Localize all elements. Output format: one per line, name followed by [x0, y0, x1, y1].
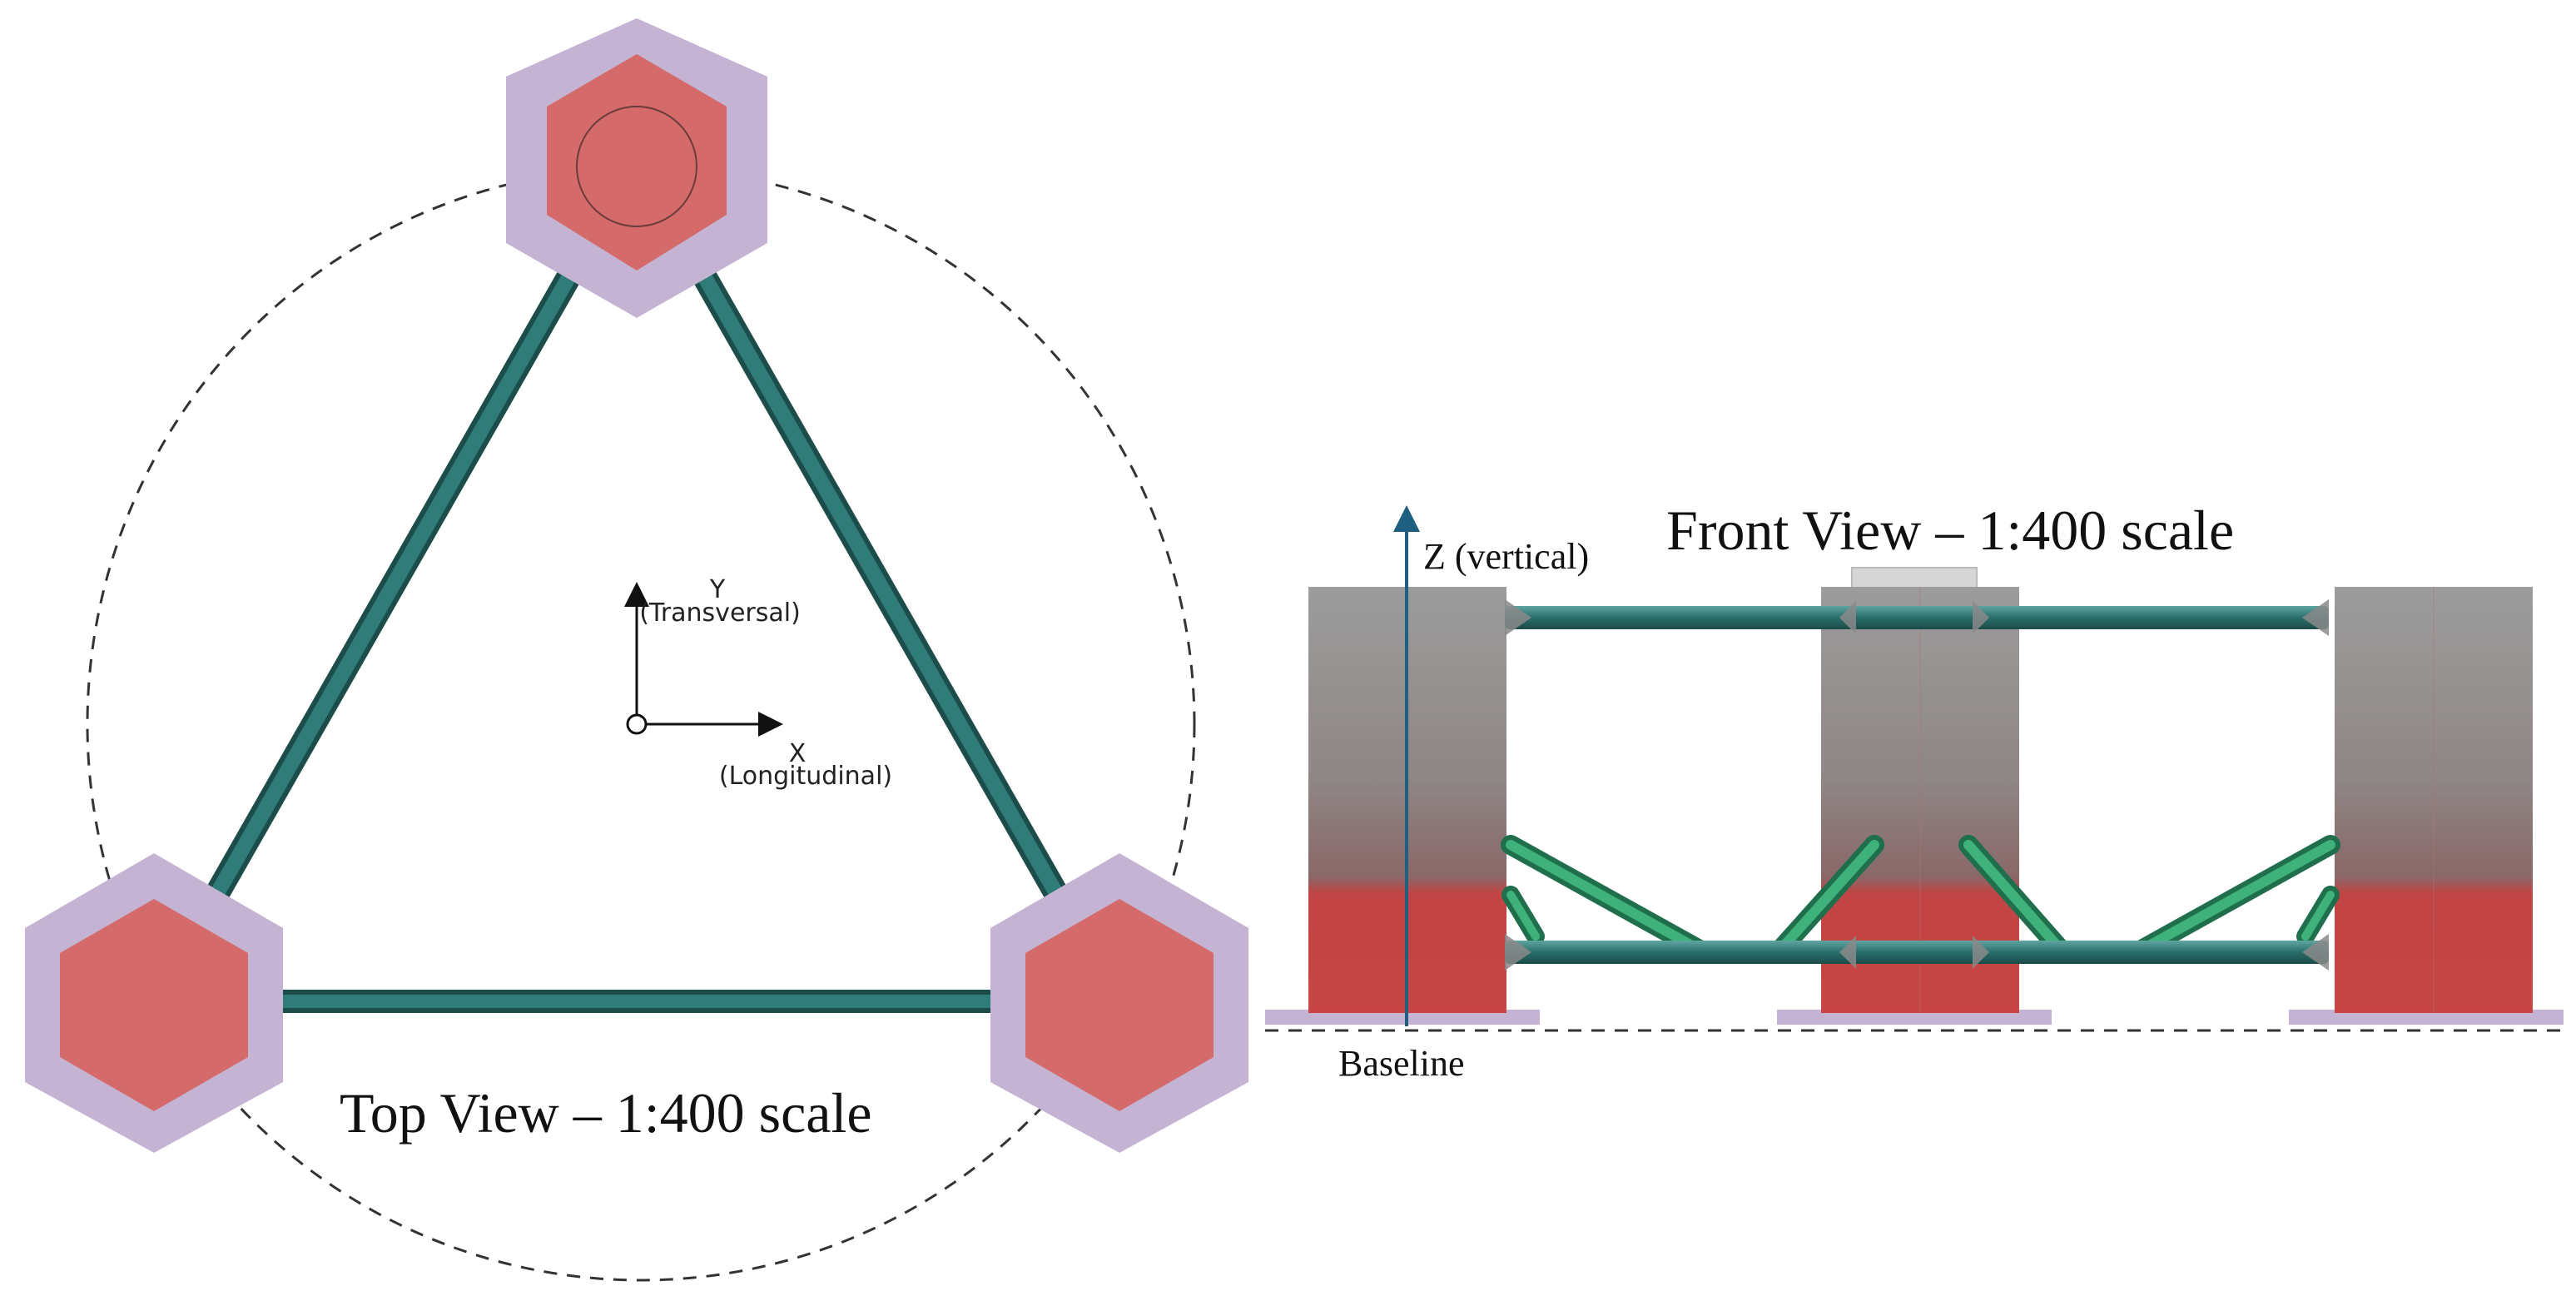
top-view-title: Top View – 1:400 scale: [340, 1081, 872, 1145]
top-view: Y (Transversal) X (Longitudinal) Top Vie…: [25, 18, 1248, 1282]
y-axis-name: (Transversal): [639, 598, 801, 628]
front-view-title: Front View – 1:400 scale: [1666, 499, 2234, 562]
front-view: Baseline Z (vertical) Front View – 1:400…: [1265, 499, 2568, 1084]
top-view-axes: Y (Transversal) X (Longitudinal): [624, 575, 892, 791]
foot-plate-center: [1777, 1010, 2052, 1025]
column-bottom-left: [25, 853, 283, 1153]
column-bottom-right: [990, 853, 1248, 1153]
baseline-label: Baseline: [1338, 1043, 1465, 1084]
x-axis-name: (Longitudinal): [719, 762, 892, 791]
upper-horizontal-brace: [1505, 606, 2329, 629]
column-top: [506, 18, 767, 318]
diagonal-braces: [1501, 835, 2340, 959]
foot-plate-left: [1265, 1010, 1540, 1025]
z-axis-label: Z (vertical): [1423, 536, 1589, 577]
y-axis-letter: Y: [709, 575, 726, 604]
foot-plate-right: [2289, 1010, 2564, 1025]
origin-marker: [626, 713, 648, 735]
lower-horizontal-brace: [1505, 941, 2329, 964]
top-view-braces: [187, 233, 1086, 1013]
x-axis-letter: X: [789, 739, 807, 768]
